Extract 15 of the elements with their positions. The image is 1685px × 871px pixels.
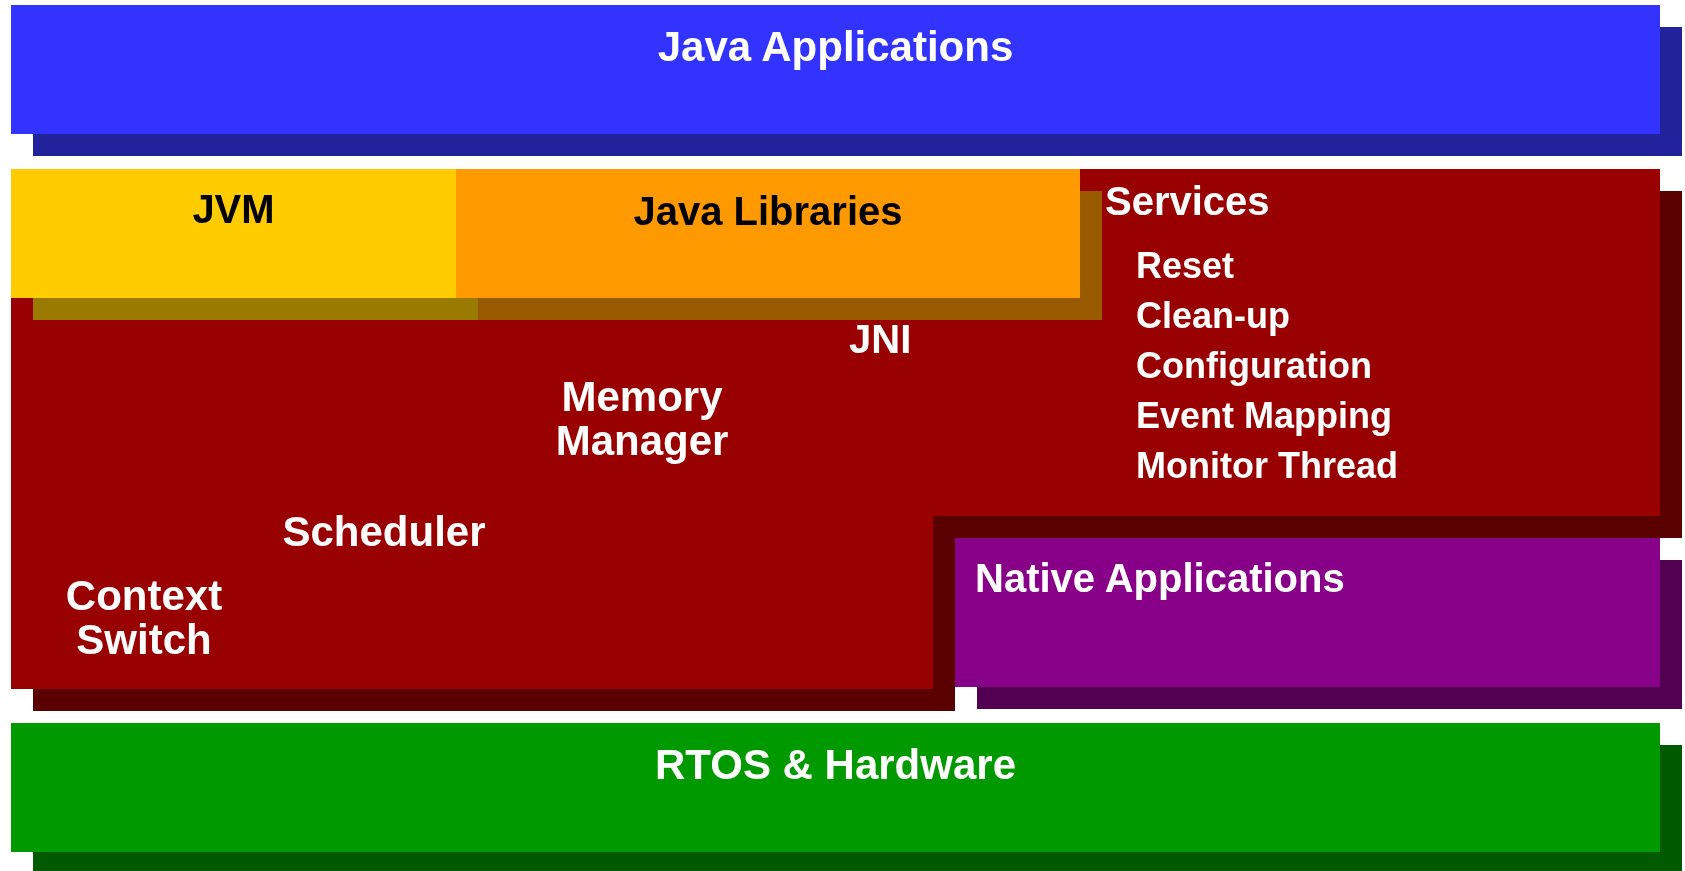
layer-box: JVM bbox=[11, 169, 456, 298]
service-item: Clean-up bbox=[1136, 297, 1290, 335]
layer-box: Native Applications bbox=[955, 538, 1660, 687]
layer-box: Java Libraries bbox=[456, 169, 1080, 298]
service-item: Monitor Thread bbox=[1136, 447, 1398, 485]
layer-box: RTOS & Hardware bbox=[11, 723, 1660, 852]
component-label: Memory Manager bbox=[554, 375, 730, 464]
component-label: JNI bbox=[849, 318, 912, 360]
service-item: Reset bbox=[1136, 247, 1235, 285]
component-label: Context Switch bbox=[64, 574, 224, 663]
panel-heading: Services bbox=[1105, 180, 1270, 222]
layer-box: Java Applications bbox=[11, 5, 1660, 134]
service-item: Configuration bbox=[1136, 347, 1372, 385]
component-label: Scheduler bbox=[281, 510, 487, 555]
service-item: Event Mapping bbox=[1136, 397, 1392, 435]
